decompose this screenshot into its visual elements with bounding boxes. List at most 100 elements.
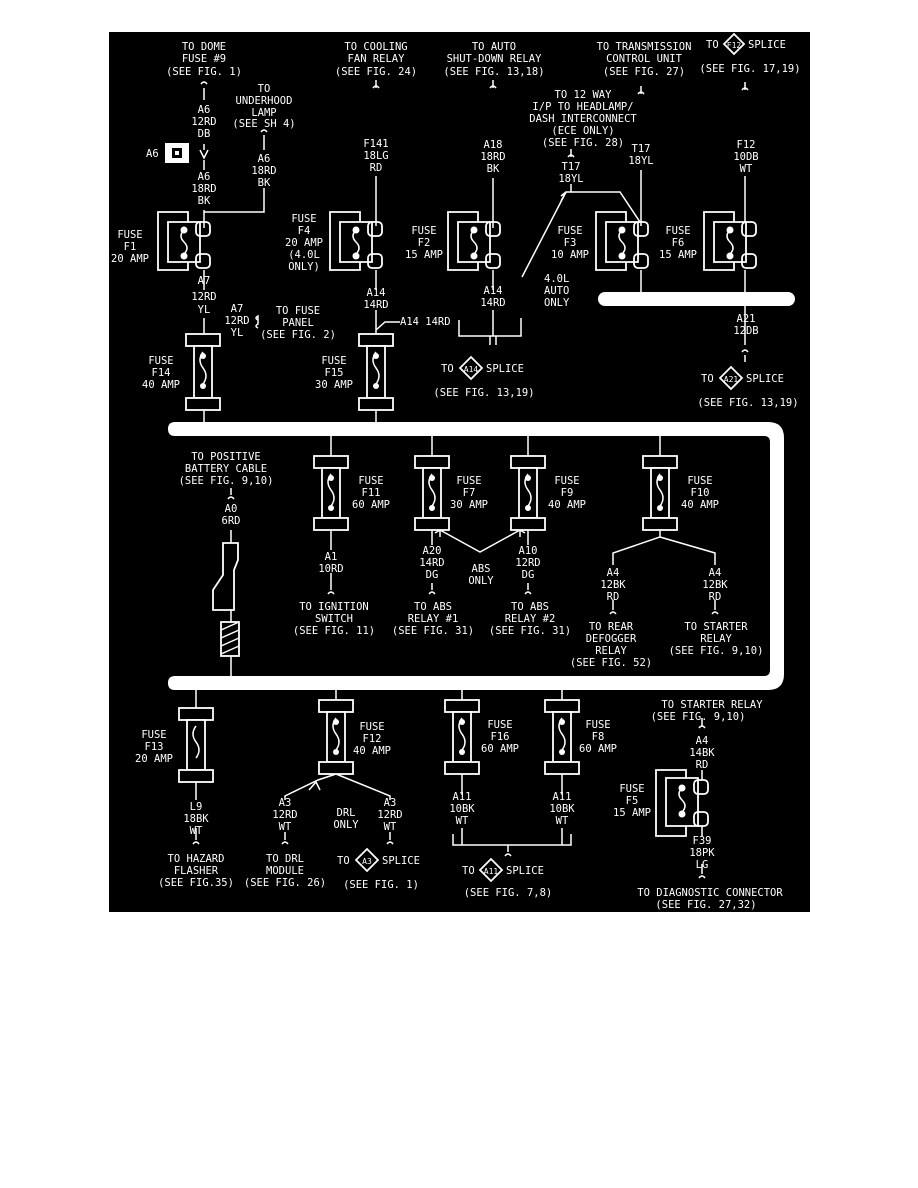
label-dome-2: FUSE #9	[182, 53, 226, 65]
top-wires	[199, 80, 749, 422]
label-tcu-3: (SEE FIG. 27)	[603, 66, 685, 78]
fuse-f7-rating: 30 AMP	[450, 499, 488, 511]
splice-a11-to: TO	[462, 865, 475, 877]
wire-a6-code-2: A6	[198, 171, 211, 183]
splice-a21-label: SPLICE	[746, 373, 784, 385]
label-drl-module-3: (SEE FIG. 26)	[244, 877, 326, 889]
fuse-f5-rating: 15 AMP	[613, 807, 651, 819]
splice-diamonds	[354, 32, 746, 883]
fuse-f15-id: F15	[325, 367, 344, 379]
wire-a4-color-3: RD	[696, 759, 709, 771]
label-dash-1: TO 12 WAY	[555, 89, 613, 101]
wire-l9-color: WT	[190, 825, 203, 837]
fuse-f12-id: F12	[363, 733, 382, 745]
fuse-f1-symbol	[157, 211, 211, 271]
wire-a14-gauge-2: 14RD	[480, 297, 505, 309]
fuse-f1-rating: 20 AMP	[111, 253, 149, 265]
splice-a14-id: A14	[464, 365, 479, 374]
label-underhood-3: LAMP	[251, 107, 276, 119]
wire-f12-color: WT	[740, 163, 753, 175]
splice-f12-ref: (SEE FIG. 17,19)	[699, 63, 800, 75]
label-ignition-2: SWITCH	[315, 613, 353, 625]
fuse-f2-label: FUSE	[411, 225, 436, 237]
label-abs-relay2-2: RELAY #2	[505, 613, 556, 625]
fuse-f3-id: F3	[564, 237, 577, 249]
wire-a10-code: A10	[519, 545, 538, 557]
splice-a3-label: SPLICE	[382, 855, 420, 867]
label-underhood-1: TO	[258, 83, 271, 95]
wire-a11-gauge-2: 10BK	[549, 803, 575, 815]
label-auto-1: 4.0L	[544, 273, 569, 285]
splice-a11-id: A11	[484, 867, 499, 876]
label-asd-1: TO AUTO	[472, 41, 516, 53]
label-defogger-1: TO REAR	[589, 621, 634, 633]
label-underhood-4: (SEE SH 4)	[232, 118, 295, 130]
fuse-f10-symbol	[642, 455, 678, 531]
label-defogger-2: DEFOGGER	[586, 633, 637, 645]
label-fuse-panel-2: PANEL	[282, 317, 314, 329]
label-starter-1: TO STARTER	[684, 621, 748, 633]
fuse-f10-label: FUSE	[687, 475, 712, 487]
label-fuse-panel-1: TO FUSE	[276, 305, 320, 317]
label-abs-relay1-2: RELAY #1	[408, 613, 459, 625]
label-abs-relay2-1: TO ABS	[511, 601, 549, 613]
fuse-f12-rating: 40 AMP	[353, 745, 391, 757]
wire-a1-code: A1	[325, 551, 338, 563]
label-starter-3: (SEE FIG. 9,10)	[669, 645, 764, 657]
label-defogger-4: (SEE FIG. 52)	[570, 657, 652, 669]
wire-a4-code: A4	[607, 567, 620, 579]
wire-a3-color-2: WT	[384, 821, 397, 833]
bottom-wires	[192, 690, 706, 879]
wire-a6-gauge-2: 18RD	[191, 183, 216, 195]
label-hazard-3: (SEE FIG.35)	[158, 877, 234, 889]
label-cooling-1: TO COOLING	[344, 41, 407, 53]
label-asd-2: SHUT-DOWN RELAY	[447, 53, 543, 65]
fuse-f3-label: FUSE	[557, 225, 582, 237]
fuse-f7-symbol	[414, 455, 450, 531]
fuse-f15-symbol	[358, 333, 394, 411]
fuse-f16-label: FUSE	[487, 719, 512, 731]
fuse-f13-label: FUSE	[141, 729, 166, 741]
wire-a7-color-2: YL	[231, 327, 244, 339]
label-battery-3: (SEE FIG. 9,10)	[179, 475, 274, 487]
wire-a3-code-2: A3	[384, 797, 397, 809]
wire-uh-color: BK	[258, 177, 271, 189]
splice-a3-ref: (SEE FIG. 1)	[343, 879, 419, 891]
fuse-f3-symbol	[595, 211, 649, 271]
fuse-f8-id: F8	[592, 731, 605, 743]
label-starter-relay-2: (SEE FIG. 9,10)	[651, 711, 746, 723]
wire-a0-code: A0	[225, 503, 238, 515]
wire-a0-gauge: 6RD	[222, 515, 241, 527]
wire-a1-gauge: 10RD	[318, 563, 343, 575]
fuse-f6-id: F6	[672, 237, 685, 249]
fuse-f13-id: F13	[145, 741, 164, 753]
wire-a6-color: DB	[198, 128, 211, 140]
splice-a14-ref: (SEE FIG. 13,19)	[433, 387, 534, 399]
label-drl-module-2: MODULE	[266, 865, 304, 877]
wire-f141-color: RD	[370, 162, 383, 174]
wire-a7-gauge-2: 12RD	[224, 315, 249, 327]
label-hazard-1: TO HAZARD	[168, 853, 225, 865]
fuse-f2-symbol	[447, 211, 501, 271]
splice-a14-label: SPLICE	[486, 363, 524, 375]
wire-f39-color: LG	[696, 859, 709, 871]
fuse-f1-id: F1	[124, 241, 137, 253]
splice-a11-ref: (SEE FIG. 7,8)	[464, 887, 553, 899]
wire-a7-code-2: A7	[231, 303, 244, 315]
wire-a10-color: DG	[522, 569, 535, 581]
label-battery-2: BATTERY CABLE	[185, 463, 267, 475]
wire-f12-code: F12	[737, 139, 756, 151]
wire-a18-gauge: 18RD	[480, 151, 505, 163]
wire-a3-color: WT	[279, 821, 292, 833]
fuse-f9-id: F9	[561, 487, 574, 499]
battery-cable-connector	[212, 542, 240, 657]
fuse-f9-symbol	[510, 455, 546, 531]
label-underhood-2: UNDERHOOD	[236, 95, 293, 107]
label-drl-module-1: TO DRL	[266, 853, 304, 865]
splice-a21-ref: (SEE FIG. 13,19)	[697, 397, 798, 409]
splice-a21-to: TO	[701, 373, 714, 385]
wire-uh-gauge: 18RD	[251, 165, 276, 177]
wire-a4-gauge: 12BK	[600, 579, 626, 591]
fuse-f12-symbol	[318, 699, 354, 775]
fuse-f6-label: FUSE	[665, 225, 690, 237]
